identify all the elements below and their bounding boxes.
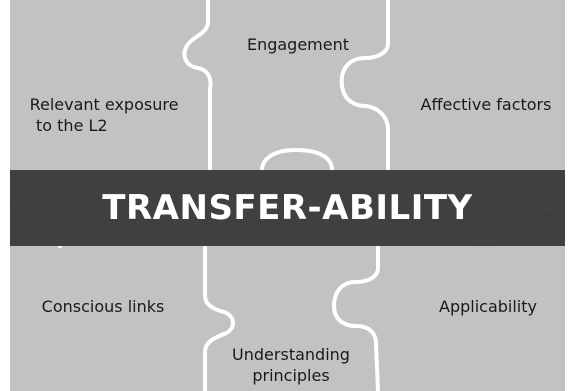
label-relevant-exposure: Relevant exposure to the L2 [14, 94, 194, 136]
seam-right-upper [339, 0, 390, 172]
seam-right-lower [332, 244, 380, 391]
label-engagement: Engagement [246, 35, 350, 54]
label-relevant-exposure-line2: to the L2 [36, 116, 108, 135]
label-understanding-principles: Understanding principles [206, 344, 376, 386]
label-understanding-line1: Understanding [232, 345, 350, 364]
label-relevant-exposure-line1: Relevant exposure [29, 95, 179, 114]
label-applicability: Applicability [439, 297, 537, 316]
banner-title: TRANSFER-ABILITY [102, 188, 473, 228]
label-affective-factors: Affective factors [420, 95, 552, 114]
seam-center-knob [260, 148, 334, 172]
label-understanding-line2: principles [252, 366, 330, 385]
seam-left-lower [203, 244, 235, 391]
label-conscious-links: Conscious links [41, 297, 165, 316]
title-banner [10, 170, 565, 246]
seam-left-upper [182, 0, 213, 172]
